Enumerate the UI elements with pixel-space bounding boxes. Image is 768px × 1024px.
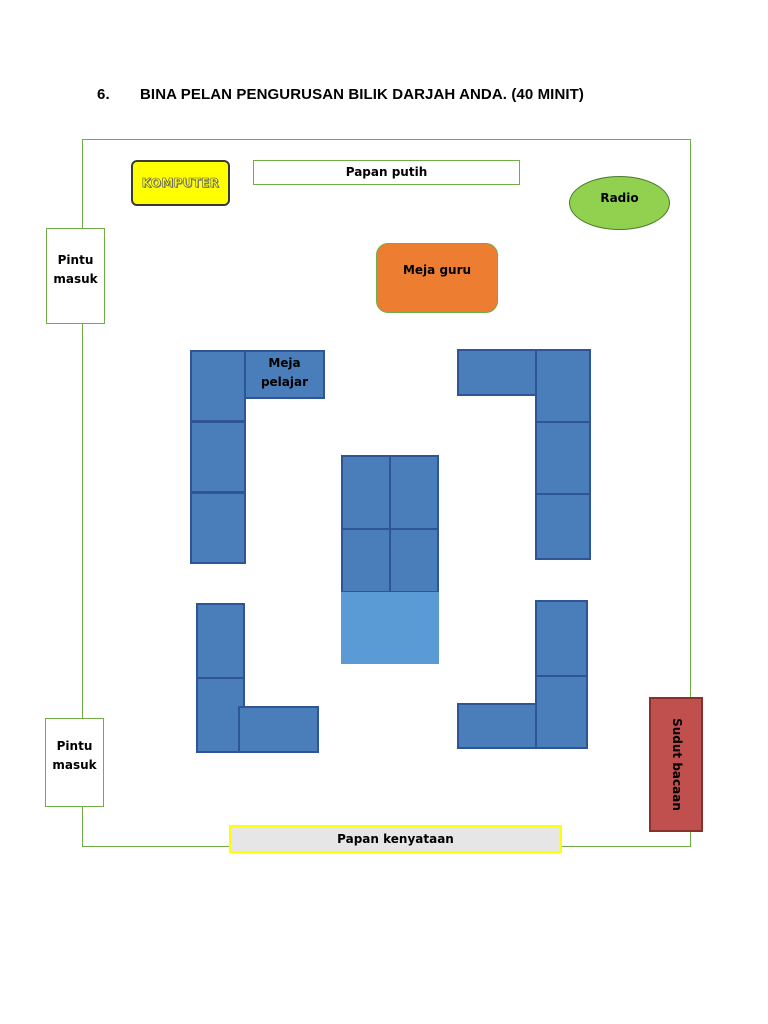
door-top-line1: Pintu xyxy=(57,253,94,267)
reading-corner: Sudut bacaan xyxy=(649,697,703,832)
reading-corner-label: Sudut bacaan xyxy=(669,718,684,811)
student-desk xyxy=(238,706,319,753)
student-desk xyxy=(341,528,391,593)
whiteboard-box: Papan putih xyxy=(253,160,520,185)
student-desk xyxy=(196,603,245,679)
radio-label: Radio xyxy=(600,191,639,205)
heading-number: 6. xyxy=(97,86,110,103)
student-desk-labelled: Meja pelajar xyxy=(244,350,325,399)
student-desk-label: Meja pelajar xyxy=(261,354,308,392)
student-desk-line1: Meja xyxy=(268,355,301,370)
student-desk xyxy=(535,600,588,677)
page-heading: 6. BINA PELAN PENGURUSAN BILIK DARJAH AND… xyxy=(97,86,584,103)
student-desk xyxy=(190,350,246,422)
door-bottom-label: Pintu masuk xyxy=(52,737,96,775)
teacher-desk: Meja guru xyxy=(376,243,498,313)
student-desk xyxy=(196,677,245,753)
door-top: Pintu masuk xyxy=(46,228,105,324)
computer-box: KOMPUTER xyxy=(131,160,230,206)
door-bottom-line2: masuk xyxy=(52,758,97,772)
door-bottom: Pintu masuk xyxy=(45,718,104,807)
student-desk xyxy=(457,703,537,749)
notice-board: Papan kenyataan xyxy=(229,825,562,853)
notice-board-label: Papan kenyataan xyxy=(337,831,454,846)
student-desk xyxy=(190,421,246,493)
student-desk xyxy=(457,349,537,396)
student-desk xyxy=(535,493,591,560)
door-top-line2: masuk xyxy=(53,272,98,286)
student-desk xyxy=(190,492,246,564)
student-desk xyxy=(390,592,439,664)
student-desk xyxy=(389,455,439,530)
student-desk xyxy=(535,421,591,495)
door-top-label: Pintu masuk xyxy=(53,251,97,289)
student-desk xyxy=(341,455,391,530)
heading-text: BINA PELAN PENGURUSAN BILIK DARJAH ANDA.… xyxy=(140,86,585,103)
door-bottom-line1: Pintu xyxy=(56,739,93,753)
whiteboard-label: Papan putih xyxy=(345,165,428,179)
student-desk xyxy=(535,349,591,423)
teacher-desk-label: Meja guru xyxy=(402,263,472,277)
radio-ellipse: Radio xyxy=(569,176,670,230)
student-desk xyxy=(535,675,588,749)
student-desk-line2: pelajar xyxy=(260,374,309,389)
student-desk xyxy=(389,528,439,593)
computer-label: KOMPUTER xyxy=(141,175,220,190)
student-desk xyxy=(341,592,390,664)
